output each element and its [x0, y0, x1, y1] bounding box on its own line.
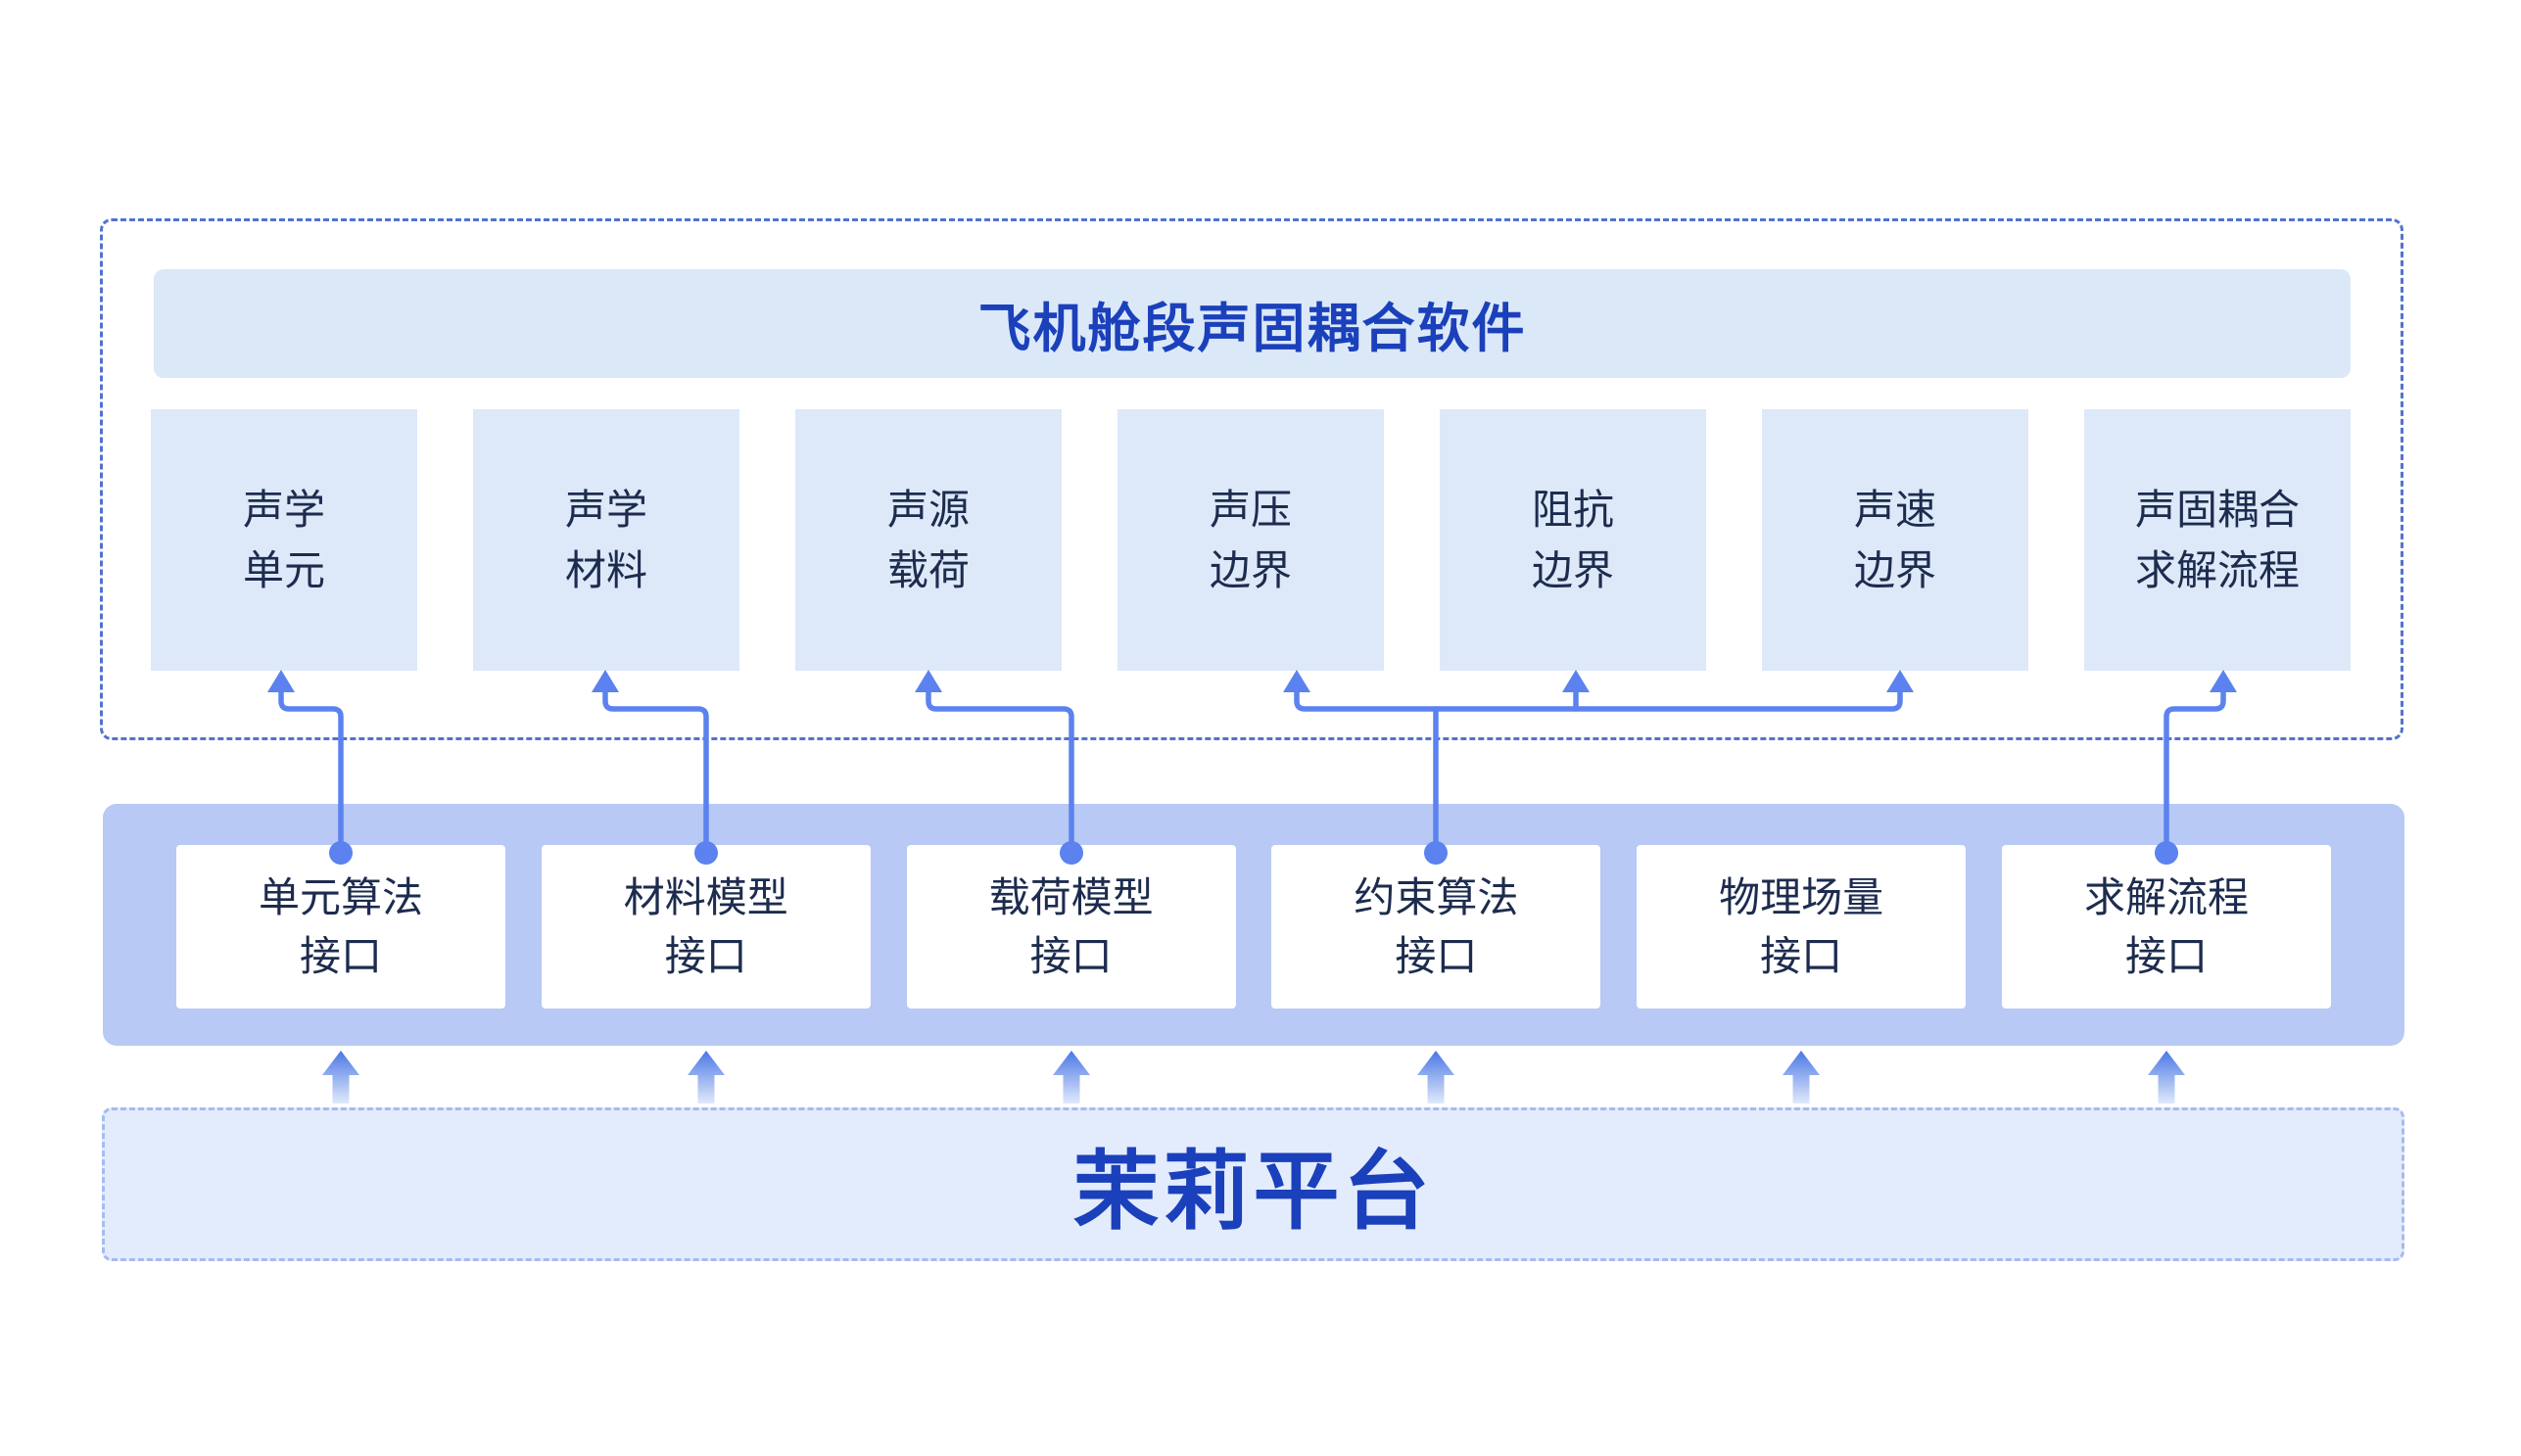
up-arrow — [1417, 1051, 1454, 1104]
module-label-line: 声固耦合 — [2134, 486, 2300, 533]
interface-band: 单元算法接口材料模型接口载荷模型接口约束算法接口物理场量接口求解流程接口 — [103, 804, 2404, 1046]
interface-label-line: 接口 — [1029, 932, 1113, 979]
module-label-line: 边界 — [1853, 546, 1936, 593]
software-panel-header: 飞机舱段声固耦合软件 — [154, 269, 2351, 378]
interface-label-line: 接口 — [2124, 932, 2208, 979]
module-label-line: 载荷 — [886, 546, 970, 593]
module-label-line: 材料 — [564, 546, 647, 593]
interface-label-line: 接口 — [664, 932, 747, 979]
module-label-line: 阻抗 — [1531, 486, 1614, 533]
up-arrow — [2148, 1051, 2185, 1104]
module-box: 声速边界 — [1762, 409, 2028, 671]
module-label-line: 声速 — [1853, 486, 1936, 533]
module-label-line: 求解流程 — [2134, 546, 2300, 593]
up-arrow — [1783, 1051, 1820, 1104]
interface-label-line: 载荷模型 — [988, 873, 1154, 920]
module-label-line: 声源 — [886, 486, 970, 533]
interface-label-line: 接口 — [1760, 932, 1843, 979]
module-label-line: 边界 — [1531, 546, 1614, 593]
interface-row: 单元算法接口材料模型接口载荷模型接口约束算法接口物理场量接口求解流程接口 — [176, 845, 2331, 1009]
platform-label: 茉莉平台 — [1072, 1143, 1434, 1240]
module-label-line: 单元 — [242, 546, 325, 593]
interface-label-line: 材料模型 — [623, 873, 788, 920]
interface-label-line: 物理场量 — [1719, 873, 1884, 920]
module-box: 声源载荷 — [795, 409, 1062, 671]
platform-panel: 茉莉平台 — [102, 1107, 2404, 1261]
interface-label-line: 接口 — [1395, 932, 1478, 979]
module-box: 声压边界 — [1118, 409, 1384, 671]
module-box: 声固耦合求解流程 — [2084, 409, 2351, 671]
interface-label-line: 求解流程 — [2083, 873, 2249, 920]
module-box: 阻抗边界 — [1440, 409, 1706, 671]
interface-box: 材料模型接口 — [541, 845, 871, 1009]
module-label-line: 声学 — [242, 486, 325, 533]
up-arrow — [1053, 1051, 1090, 1104]
interface-box: 约束算法接口 — [1271, 845, 1601, 1009]
module-label-line: 声学 — [564, 486, 647, 533]
module-row: 声学单元声学材料声源载荷声压边界阻抗边界声速边界声固耦合求解流程 — [151, 409, 2351, 671]
interface-box: 物理场量接口 — [1637, 845, 1967, 1009]
interface-box: 载荷模型接口 — [906, 845, 1236, 1009]
interface-label-line: 接口 — [299, 932, 382, 979]
up-arrow — [322, 1051, 359, 1104]
module-label-line: 声压 — [1209, 486, 1292, 533]
interface-box: 求解流程接口 — [2001, 845, 2331, 1009]
module-box: 声学材料 — [473, 409, 739, 671]
software-panel-title: 飞机舱段声固耦合软件 — [977, 300, 1527, 358]
module-box: 声学单元 — [151, 409, 417, 671]
interface-label-line: 约束算法 — [1354, 873, 1519, 920]
interface-box: 单元算法接口 — [176, 845, 505, 1009]
up-arrow — [688, 1051, 725, 1104]
interface-label-line: 单元算法 — [258, 873, 423, 920]
module-label-line: 边界 — [1209, 546, 1292, 593]
platform-up-arrows — [322, 1051, 2185, 1104]
software-panel: 飞机舱段声固耦合软件 声学单元声学材料声源载荷声压边界阻抗边界声速边界声固耦合求… — [100, 218, 2403, 740]
